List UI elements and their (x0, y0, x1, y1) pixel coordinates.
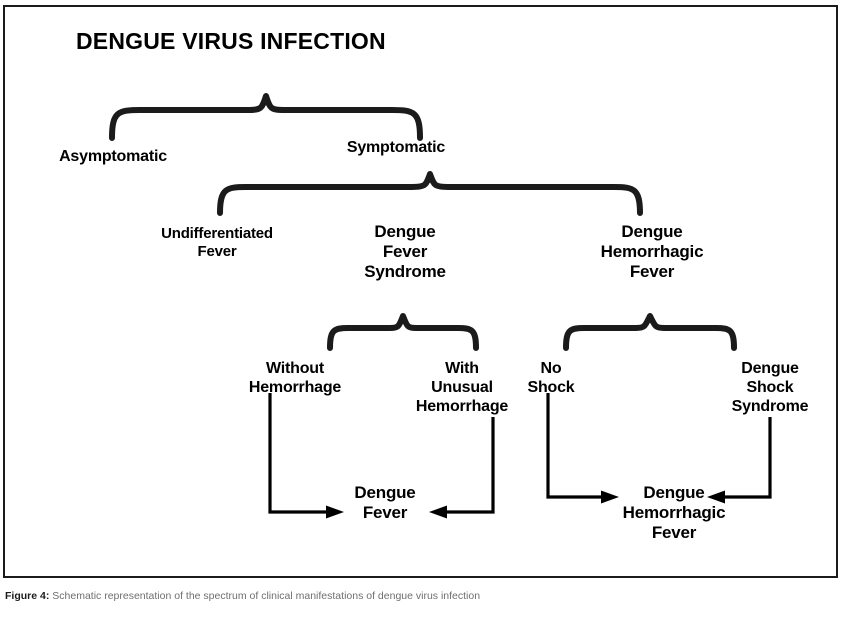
node-asymptomatic: Asymptomatic (59, 148, 167, 165)
node-without-hemorrhage: Without Hemorrhage (248, 360, 342, 396)
node-no-shock: No Shock (527, 360, 575, 396)
page-title: DENGUE VIRUS INFECTION (76, 28, 386, 54)
node-symptomatic: Symptomatic (346, 139, 446, 156)
outcome-dengue-fever: Dengue Fever (354, 483, 416, 523)
node-undifferentiated-fever: Undifferentiated Fever (161, 225, 273, 260)
figure-caption-label: Figure 4: (5, 590, 50, 602)
node-dengue-shock-syndrome: Dengue Shock Syndrome (731, 360, 809, 415)
figure-caption: Figure 4: Schematic representation of th… (5, 590, 825, 604)
node-dengue-hemorrhagic-fever: Dengue Hemorrhagic Fever (600, 222, 704, 282)
figure-caption-text: Schematic representation of the spectrum… (49, 590, 481, 602)
node-with-unusual-hemorrhage: With Unusual Hemorrhage (415, 360, 509, 415)
node-dengue-fever-syndrome: Dengue Fever Syndrome (364, 222, 446, 282)
outcome-dengue-hemorrhagic-fever: Dengue Hemorrhagic Fever (622, 483, 726, 543)
